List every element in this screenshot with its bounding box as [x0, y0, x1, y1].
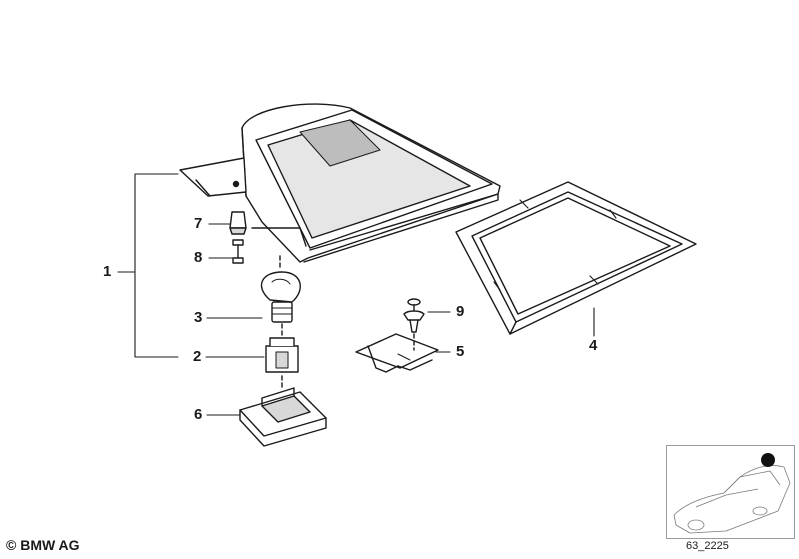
retainer-clip: [229, 211, 247, 235]
callout-8: 8: [194, 249, 203, 266]
diagram-reference-code: 63_2225: [686, 540, 729, 552]
callout-3: 3: [194, 309, 203, 326]
bulb: [260, 271, 301, 337]
location-marker-icon: [761, 453, 775, 467]
callout-4: 4: [589, 337, 598, 354]
brake-light-housing: [179, 103, 501, 269]
vehicle-thumbnail-overlay: [673, 453, 791, 534]
callout-6: 6: [194, 406, 203, 423]
callout-1: 1: [103, 263, 112, 280]
callout-5: 5: [456, 343, 465, 360]
bulb-holder: [265, 337, 299, 389]
copyright-notice: © BMW AG: [6, 537, 80, 553]
screw: [232, 239, 244, 264]
lamp-base: [239, 387, 327, 447]
gasket: [455, 181, 697, 335]
leader-lines: [117, 173, 595, 416]
expanding-rivet: [403, 298, 425, 351]
callout-2: 2: [193, 348, 202, 365]
bracket-clip: [355, 333, 439, 373]
callout-9: 9: [456, 303, 465, 320]
callout-7: 7: [194, 215, 203, 232]
